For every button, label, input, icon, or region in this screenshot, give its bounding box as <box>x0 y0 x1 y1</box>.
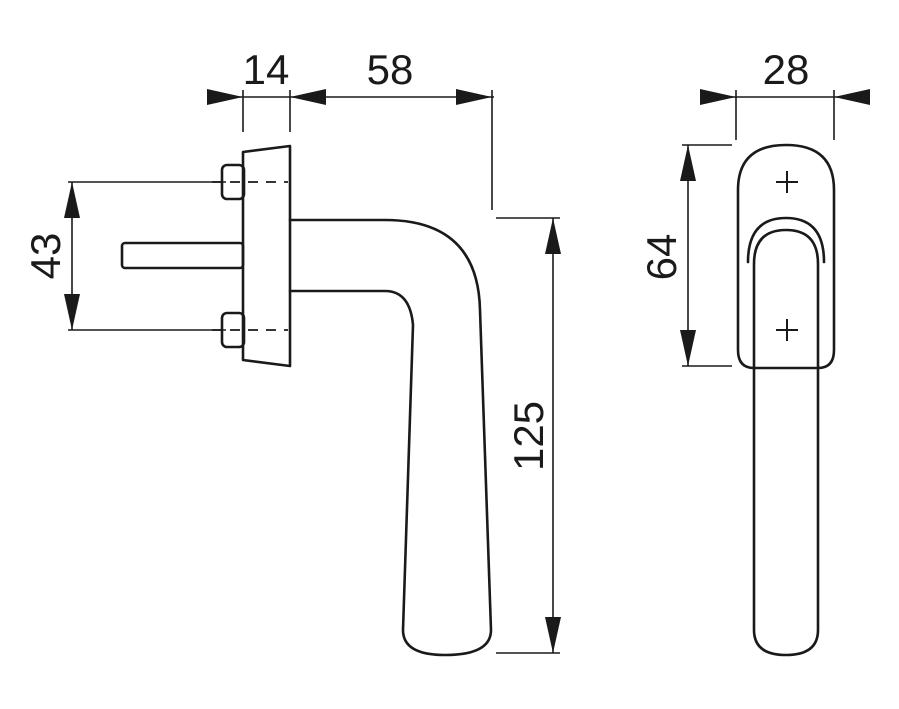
dim-label-43: 43 <box>22 233 69 280</box>
spindle <box>120 241 245 270</box>
front-handle-neck <box>746 216 826 264</box>
front-view <box>736 143 836 657</box>
dimension-rose-height: 64 <box>638 144 732 367</box>
side-view <box>120 144 493 657</box>
dimension-screw-spacing: 43 <box>22 181 226 331</box>
screw-mark-bottom <box>776 319 798 341</box>
dimension-rose-width: 28 <box>700 46 870 140</box>
dimension-rose-thickness: 14 <box>207 46 494 132</box>
front-rose <box>736 143 836 370</box>
dim-label-14: 14 <box>243 46 290 93</box>
dim-label-64: 64 <box>638 234 685 281</box>
dimension-handle-length: 125 <box>496 217 561 654</box>
screw-mark-top <box>776 171 798 193</box>
dim-label-58: 58 <box>367 46 414 93</box>
handle-lever <box>288 218 493 657</box>
dimension-handle-projection: 58 <box>367 46 493 210</box>
dim-label-125: 125 <box>505 401 552 471</box>
dim-label-28: 28 <box>763 46 810 93</box>
front-handle-lever <box>752 228 820 657</box>
rose-plate <box>241 144 292 368</box>
